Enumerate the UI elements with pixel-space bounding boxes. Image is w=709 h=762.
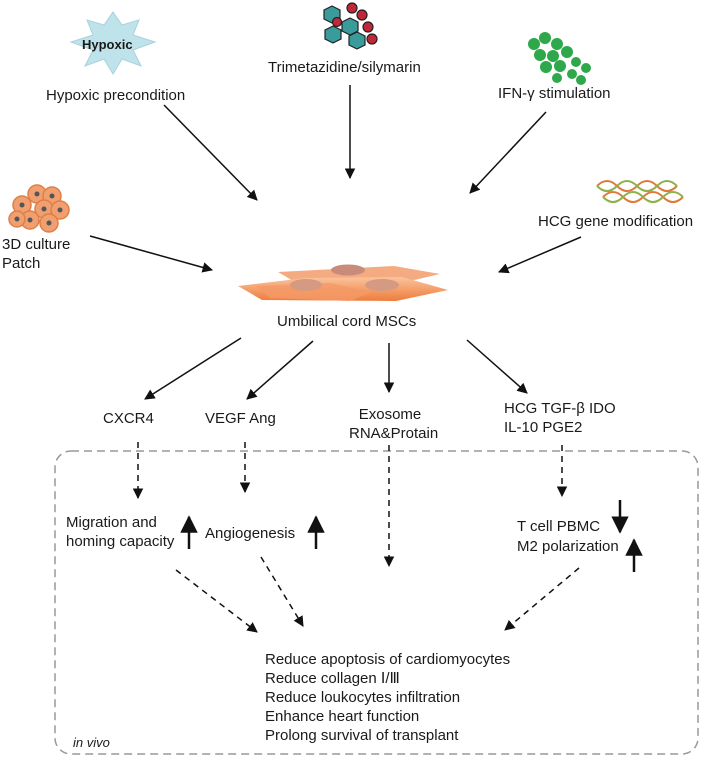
exosome-line-2: RNA&Protain [349,425,439,442]
dna-icon [596,180,684,203]
tcell-label: T cell PBMC [517,518,601,535]
immune-factors-label: HCG TGF-β IDO IL-10 PGE2 [504,399,616,437]
culture-label: 3D culture Patch [2,235,70,273]
dashed-arrow-m2 [504,567,580,631]
migration-label: Migration and homing capacity [66,513,174,551]
arrow-to-immune [466,339,528,394]
drugs-label: Trimetazidine/silymarin [268,59,421,76]
outcomes-list: Reduce apoptosis of cardiomyocytes Reduc… [265,650,510,745]
arrow-hypoxic [163,104,258,201]
in-vivo-label: in vivo [73,735,110,750]
arrow-to-cxcr4 [144,337,242,400]
hypoxic-badge-label: Hypoxic [82,37,133,52]
dashed-arrow-angiogenesis [260,556,304,627]
outcome-item: Reduce collagen Ⅰ/Ⅲ [265,670,400,687]
culture-line-1: 3D culture [2,236,71,253]
migration-line-2: homing capacity [66,533,175,550]
hcg-mod-label: HCG gene modification [538,213,694,230]
dashed-arrow-migration [175,569,258,633]
outcome-item: Enhance heart function [265,708,420,725]
molecule-cluster-icon [323,2,378,50]
msc-label: Umbilical cord MSCs [277,313,417,330]
angiogenesis-label: Angiogenesis [205,525,296,542]
outcome-item: Reduce apoptosis of cardiomyocytes [265,651,511,668]
m2-label: M2 polarization [517,538,619,555]
exosome-line-1: Exosome [358,406,422,423]
arrow-ifn [469,111,547,194]
in-vivo-box [54,450,699,755]
outcome-item: Reduce loukocytes infiltration [265,689,461,706]
exosome-label: Exosome RNA&Protain [349,405,439,443]
vegf-label: VEGF Ang [205,410,276,427]
msc-cells-icon [238,264,448,301]
arrow-to-vegf [246,340,314,400]
arrow-culture [89,235,214,273]
immune-line-1: HCG TGF-β IDO [504,400,616,417]
immune-line-2: IL-10 PGE2 [504,419,583,436]
migration-line-1: Migration and [66,514,157,531]
arrow-hcg [498,236,582,274]
outcome-item: Prolong survival of transplant [265,727,459,744]
cxcr4-label: CXCR4 [103,410,154,427]
hypoxic-star-icon [69,11,157,75]
hypoxic-label: Hypoxic precondition [46,87,186,104]
ifn-label: IFN-γ stimulation [498,85,611,102]
culture-line-2: Patch [2,255,41,272]
ifn-cluster-icon [528,32,591,85]
